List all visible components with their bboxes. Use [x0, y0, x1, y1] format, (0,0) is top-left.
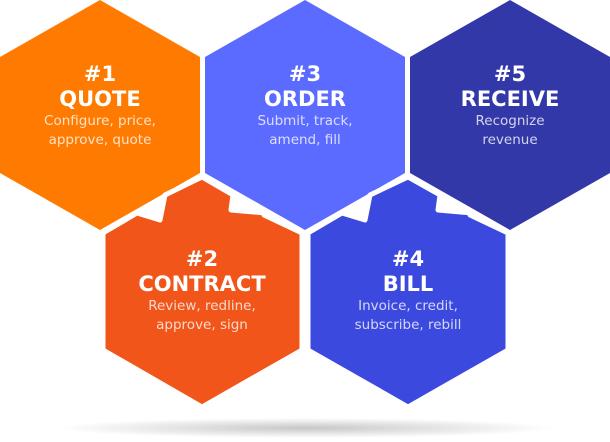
- step-number: #2: [185, 247, 219, 271]
- step-number: #5: [493, 62, 527, 86]
- step-title: RECEIVE: [460, 87, 560, 111]
- step-description: approve, sign: [156, 317, 248, 333]
- step-description: Configure, price,: [44, 113, 156, 129]
- hexagon-order: [205, 0, 405, 230]
- step-quote: #1 QUOTE Configure, price, approve, quot…: [0, 62, 200, 150]
- hexagon-quote: [0, 0, 200, 230]
- step-description: Review, redline,: [148, 298, 256, 314]
- hexagon-bill: [305, 174, 511, 410]
- step-number: #4: [391, 247, 425, 271]
- step-title: QUOTE: [59, 87, 141, 111]
- step-title: ORDER: [264, 87, 346, 111]
- step-title: CONTRACT: [138, 272, 266, 296]
- step-description: Recognize: [475, 113, 545, 129]
- step-description: amend, fill: [269, 132, 341, 148]
- hexagon-receive: [410, 0, 610, 230]
- shadow: [55, 418, 555, 438]
- hexagon-contract: [100, 174, 305, 410]
- step-receive: #5 RECEIVE Recognize revenue: [410, 62, 610, 150]
- step-description: revenue: [482, 132, 538, 148]
- step-number: #3: [288, 62, 322, 86]
- step-description: Submit, track,: [257, 113, 353, 129]
- step-order: #3 ORDER Submit, track, amend, fill: [205, 62, 405, 150]
- step-description: Invoice, credit,: [358, 298, 458, 314]
- step-number: #1: [83, 62, 117, 86]
- step-description: approve, quote: [48, 132, 152, 148]
- step-contract: #2 CONTRACT Review, redline, approve, si…: [102, 247, 302, 335]
- step-bill: #4 BILL Invoice, credit, subscribe, rebi…: [308, 247, 508, 335]
- step-title: BILL: [382, 272, 434, 296]
- step-description: subscribe, rebill: [354, 317, 462, 333]
